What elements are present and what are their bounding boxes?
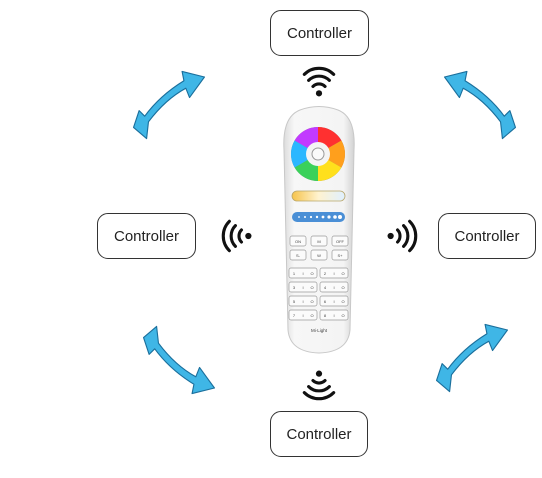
brightness-bar <box>292 212 345 222</box>
zone-button-label: O <box>310 313 313 318</box>
zone-button-label: 7 <box>293 313 296 318</box>
zone-button-label: O <box>310 285 313 290</box>
on-button-label: ON <box>295 239 301 244</box>
swap-arrow-icon-top-left <box>132 70 206 140</box>
controller-bottom: Controller <box>270 411 368 457</box>
wifi-signal-icon-bottom <box>302 368 336 401</box>
function-buttons <box>289 235 349 261</box>
zone-button-label: I <box>333 299 334 304</box>
swap-arrow-icon-bottom-left <box>142 325 216 395</box>
wifi-signal-icon-top <box>302 66 336 99</box>
speed-up-button-label: S+ <box>337 253 343 258</box>
zone-button-label: O <box>341 313 344 318</box>
mode-button-label: M <box>317 239 320 244</box>
white-button-label: W <box>317 253 321 258</box>
zone-button-label: 3 <box>293 285 296 290</box>
zone-button-label: O <box>310 299 313 304</box>
zone-button-label: O <box>310 271 313 276</box>
brightness-dots <box>298 215 342 219</box>
zone-button-label: 8 <box>324 313 327 318</box>
zone-buttons <box>288 267 349 321</box>
zone-button-label: O <box>341 299 344 304</box>
zone-button-label: 2 <box>324 271 327 276</box>
color-temperature-bar <box>291 190 346 202</box>
zone-button-label: I <box>302 285 303 290</box>
zone-button-label: 1 <box>293 271 296 276</box>
zone-button-label: I <box>333 285 334 290</box>
zone-button-label: O <box>341 271 344 276</box>
off-button-label: OFF <box>336 239 345 244</box>
zone-button-label: I <box>302 299 303 304</box>
zone-button-label: I <box>333 271 334 276</box>
speed-down-button-label: S- <box>296 253 301 258</box>
zone-button-label: I <box>302 271 303 276</box>
controller-top: Controller <box>270 10 369 56</box>
swap-arrow-icon-bottom-right <box>435 323 509 393</box>
wifi-signal-icon-right <box>385 219 418 253</box>
zone-button-label: 6 <box>324 299 327 304</box>
zone-button-label: 5 <box>293 299 296 304</box>
zone-button-label: I <box>302 313 303 318</box>
controller-right: Controller <box>438 213 536 259</box>
controller-left: Controller <box>97 213 196 259</box>
zone-button-label: I <box>333 313 334 318</box>
zone-button-label: O <box>341 285 344 290</box>
color-wheel-icon <box>290 127 346 181</box>
brand-logo: Mi·Light <box>311 328 328 333</box>
wifi-signal-icon-left <box>221 219 254 253</box>
swap-arrow-icon-top-right <box>443 70 517 140</box>
zone-button-label: 4 <box>324 285 327 290</box>
